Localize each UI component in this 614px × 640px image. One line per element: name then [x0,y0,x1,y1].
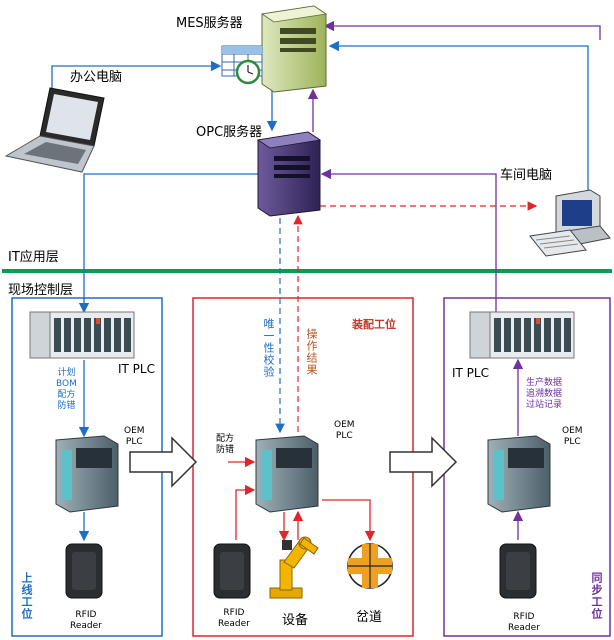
bin-diverter-icon [347,543,393,589]
unique-check-label: 唯一性校验 [262,318,275,378]
oem-plc-right-label: OEM PLC [562,426,583,447]
bin-label: 岔道 [356,610,383,625]
edge-midplc-to-bin [322,499,376,542]
workshop-pc-icon [529,189,611,257]
rfid-right-label: RFID Reader [508,612,540,633]
edge-opc-to-left-plc [78,173,262,314]
edge-mes-right-purple [323,20,601,40]
oem-plc-left-label: OEM PLC [124,426,145,447]
it-plc-right-label: IT PLC [452,366,489,380]
rfid-mid-label: RFID Reader [218,608,250,629]
plan-bom-label: 计划 BOM 配方 防错 [56,368,77,411]
oem-plc-right-icon [487,435,551,513]
rfid-reader-right-icon [499,543,537,599]
it-plc-right-icon [469,311,575,359]
edge-office-to-mes [51,60,222,90]
oem-plc-mid-label: OEM PLC [334,420,355,441]
rfid-reader-mid-icon [213,543,251,599]
edge-workshop-to-mes [328,40,589,194]
workshop-pc-label: 车间电脑 [500,168,553,183]
opc-server-icon [256,131,322,217]
it-layer-label: IT应用层 [8,250,59,265]
mes-server-icon [260,5,328,93]
operation-result-label: 操作结果 [305,328,318,376]
recipe-mistake-label: 配方 防错 [216,434,235,455]
control-layer-label: 现场控制层 [8,283,74,298]
station-left-title: 上线工位 [20,572,33,620]
flow-arrow-left-to-middle [129,436,198,488]
flow-arrow-middle-to-right [389,436,458,488]
laptop-icon [4,87,105,173]
equipment-label: 设备 [282,613,309,628]
production-data-label: 生产数据 追溯数据 过站记录 [526,378,563,410]
clock-icon [235,59,261,85]
oem-plc-left-icon [55,435,119,513]
opc-server-label: OPC服务器 [196,125,263,140]
robot-arm-icon [269,536,319,599]
it-plc-left-label: IT PLC [118,362,155,376]
rfid-left-label: RFID Reader [70,610,102,631]
rfid-reader-left-icon [65,543,103,599]
office-pc-label: 办公电脑 [70,70,123,85]
station-middle-title: 装配工位 [352,318,396,331]
mes-server-label: MES服务器 [176,16,243,31]
oem-plc-mid-icon [255,435,319,513]
station-right-title: 同步工位 [590,572,603,620]
it-plc-left-icon [29,311,135,359]
edge-rfid-to-midplc [235,484,256,540]
edge-right-plc-to-opc [320,168,497,314]
